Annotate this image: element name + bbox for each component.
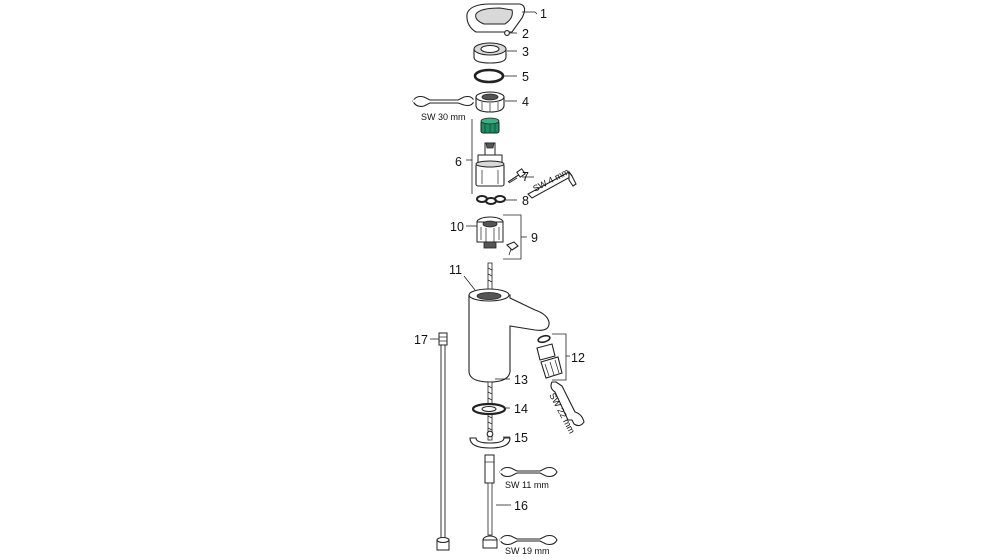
wrench-sw30-label: SW 30 mm [421, 112, 466, 122]
part-8-seals [476, 195, 517, 205]
callout-17: 17 [414, 333, 428, 347]
callout-7: 7 [522, 170, 529, 184]
callout-15: 15 [514, 431, 528, 445]
bracket-9 [503, 214, 522, 260]
part-4-nut [475, 91, 517, 113]
part-16-mounting-nut [482, 454, 511, 549]
callout-11: 11 [449, 263, 462, 277]
hex-key-sw4-icon [527, 170, 577, 199]
wrench-sw19-icon [499, 534, 558, 546]
part-17-supply-hose [430, 332, 450, 551]
callout-2: 2 [522, 27, 529, 41]
part-1-lever-handle [466, 3, 538, 33]
callout-8: 8 [522, 194, 529, 208]
part-15-fixing-plate [469, 430, 511, 449]
part-3-sleeve [473, 42, 517, 64]
part-10-diverter [466, 216, 504, 249]
wrench-sw11-icon [499, 466, 558, 478]
callout-12: 12 [571, 351, 585, 365]
wrench-sw19-label: SW 19 mm [505, 546, 550, 556]
callout-6: 6 [455, 155, 462, 169]
bracket-12 [552, 333, 567, 381]
wrench-sw22-icon [550, 381, 585, 427]
callout-13: 13 [514, 373, 528, 387]
part-2-grub-screw [504, 30, 517, 36]
part-6-cartridge [475, 142, 505, 187]
callout-10: 10 [450, 220, 464, 234]
wrench-sw11-label: SW 11 mm [505, 480, 549, 490]
part-9-wing-screw [506, 241, 519, 256]
callout-16: 16 [514, 499, 528, 513]
part-11-mixer-body [463, 262, 550, 383]
wrench-sw30-icon [412, 95, 475, 107]
part-12-aerator [536, 334, 563, 379]
callout-4: 4 [522, 95, 529, 109]
part-14-washer [471, 402, 510, 416]
part-7-screw [507, 168, 534, 184]
part-5-o-ring [473, 68, 517, 84]
callout-14: 14 [514, 402, 528, 416]
callout-9: 9 [531, 231, 538, 245]
part-6-cartridge-top [480, 117, 500, 134]
callout-5: 5 [522, 70, 529, 84]
callout-3: 3 [522, 45, 529, 59]
callout-1: 1 [540, 7, 547, 21]
